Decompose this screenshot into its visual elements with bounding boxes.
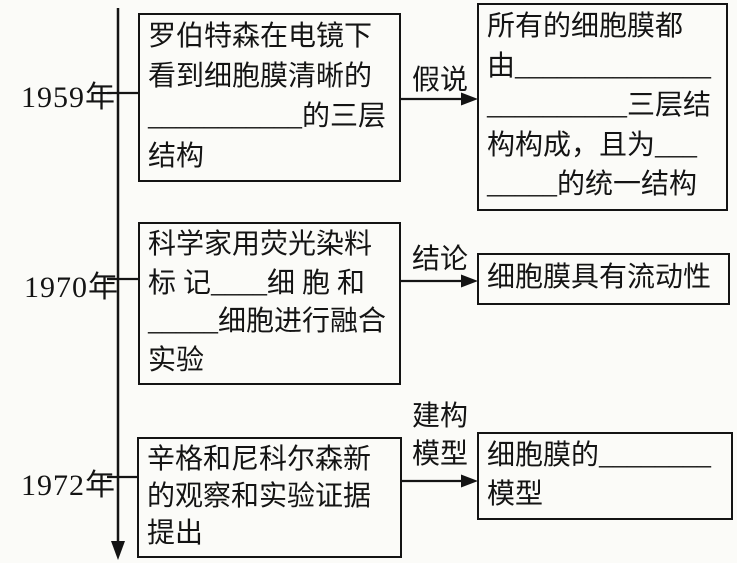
arrow-label-line: 建构 <box>411 401 468 432</box>
box-line-with-blank: 由______________ <box>487 50 712 82</box>
timeline-arrowhead-icon <box>111 541 125 560</box>
arrow-label-conclusion: 结论 <box>411 244 468 275</box>
box-1970-conclusion: 细胞膜具有流动性 <box>477 253 730 305</box>
box-line: 科学家用荧光染料 <box>148 229 373 260</box>
box-line: 的观察和实验证据 <box>147 481 372 512</box>
box-line-with-blank: 构构成，且为___ <box>487 129 698 161</box>
box-line: 所有的细胞膜都 <box>487 11 684 42</box>
box-line: 辛格和尼科尔森新 <box>147 444 372 475</box>
arrow-label-build-model: 建构 模型 <box>402 398 478 474</box>
box-line-with-blank: 细胞膜的________ <box>487 440 712 471</box>
arrow-label-hypothesis: 假说 <box>411 65 468 96</box>
arrow-label-line: 模型 <box>411 439 468 470</box>
box-line: 罗伯特森在电镜下 <box>148 21 373 52</box>
box-1972-evidence: 辛格和尼科尔森新 的观察和实验证据 提出 <box>137 437 402 558</box>
box-line-with-blank: _____细胞进行融合 <box>148 306 387 337</box>
box-1972-model: 细胞膜的________ 模型 <box>477 432 733 520</box>
box-line: 实验 <box>148 344 205 376</box>
box-1959-observation: 罗伯特森在电镜下 看到细胞膜清晰的 ___________的三层 结构 <box>138 13 401 182</box>
box-line-with-blank: 标 记____细 胞 和 <box>148 267 366 299</box>
box-line-with-blank: _____的统一结构 <box>487 169 698 200</box>
arrow-conclusion-head-icon <box>461 274 478 288</box>
box-line-with-blank: ___________的三层 <box>148 101 387 132</box>
box-1959-hypothesis: 所有的细胞膜都 由______________ __________三层结 构构… <box>477 3 728 211</box>
year-label-1972: 1972年 <box>21 469 116 502</box>
box-line: 看到细胞膜清晰的 <box>148 61 373 92</box>
box-line: 提出 <box>147 518 204 549</box>
year-label-1970: 1970年 <box>24 271 119 304</box>
year-label-1959: 1959年 <box>21 81 116 114</box>
box-1970-experiment: 科学家用荧光染料 标 记____细 胞 和 _____细胞进行融合 实验 <box>138 222 401 385</box>
arrow-hypothesis-head-icon <box>461 92 478 106</box>
box-line: 结构 <box>148 141 205 172</box>
arrow-build-model-head-icon <box>461 474 478 488</box>
box-line-with-blank: __________三层结 <box>487 90 712 121</box>
box-line: 细胞膜具有流动性 <box>487 262 712 293</box>
box-line: 模型 <box>487 479 544 510</box>
